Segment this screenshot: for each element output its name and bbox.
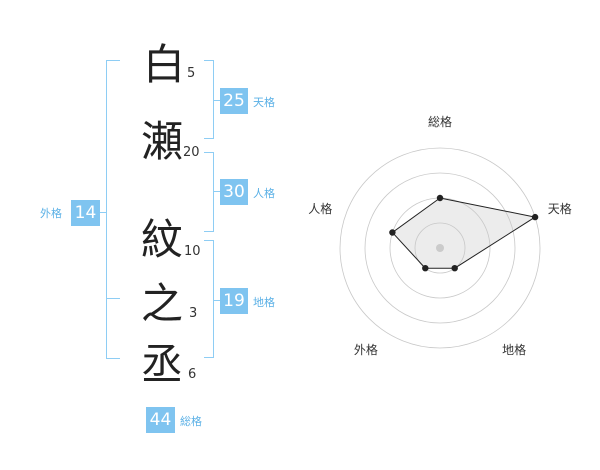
jinkaku-connector xyxy=(214,191,220,192)
radar-point-2 xyxy=(531,213,539,221)
chikaku-connector xyxy=(214,300,220,301)
radar-point-1 xyxy=(436,194,444,202)
strokes-4: 3 xyxy=(189,306,198,321)
radar-series-polygon xyxy=(391,197,537,269)
strokes-2: 20 xyxy=(183,145,200,160)
char-2: 瀬 xyxy=(141,117,184,166)
strokes-5: 6 xyxy=(188,367,197,382)
radar-axis-label-5: 人格 xyxy=(308,201,332,216)
radar-point-3 xyxy=(451,265,458,272)
gaikaku-label: 外格 xyxy=(40,207,62,220)
strokes-3: 10 xyxy=(184,244,201,259)
radar-point-4 xyxy=(422,265,429,272)
gaikaku-divider xyxy=(106,298,120,299)
tenkaku-label: 天格 xyxy=(253,96,275,109)
jinkaku-value: 30 xyxy=(220,179,248,205)
char-5: 丞 xyxy=(141,340,184,389)
chikaku-bracket xyxy=(204,240,214,358)
gaikaku-bracket xyxy=(106,60,120,359)
radar-ring-1 xyxy=(414,222,466,274)
char-4: 之 xyxy=(141,279,184,328)
tenkaku-value: 25 xyxy=(220,88,248,114)
radar-center xyxy=(436,244,444,252)
jinkaku-label: 人格 xyxy=(253,187,275,200)
radar-ring-4 xyxy=(339,147,541,349)
radar-axis-label-4: 外格 xyxy=(354,342,378,357)
chikaku-label: 地格 xyxy=(253,296,275,309)
tenkaku-connector xyxy=(214,100,220,101)
char-3: 紋 xyxy=(141,215,184,264)
radar-axis-label-3: 地格 xyxy=(502,342,526,357)
gaikaku-connector xyxy=(100,212,106,213)
strokes-1: 5 xyxy=(187,66,196,81)
chikaku-value: 19 xyxy=(220,288,248,314)
radar-axis-label-2: 天格 xyxy=(548,201,572,216)
radar-point-5 xyxy=(389,229,396,236)
jinkaku-bracket xyxy=(204,152,214,232)
gaikaku-value: 14 xyxy=(71,200,100,226)
radar-ring-3 xyxy=(364,172,516,324)
soukaku-value: 44 xyxy=(146,407,175,433)
char-1: 白 xyxy=(143,40,186,89)
radar-axis-label-1: 総格 xyxy=(428,114,452,129)
tenkaku-bracket xyxy=(204,60,214,139)
soukaku-label: 総格 xyxy=(180,415,202,428)
